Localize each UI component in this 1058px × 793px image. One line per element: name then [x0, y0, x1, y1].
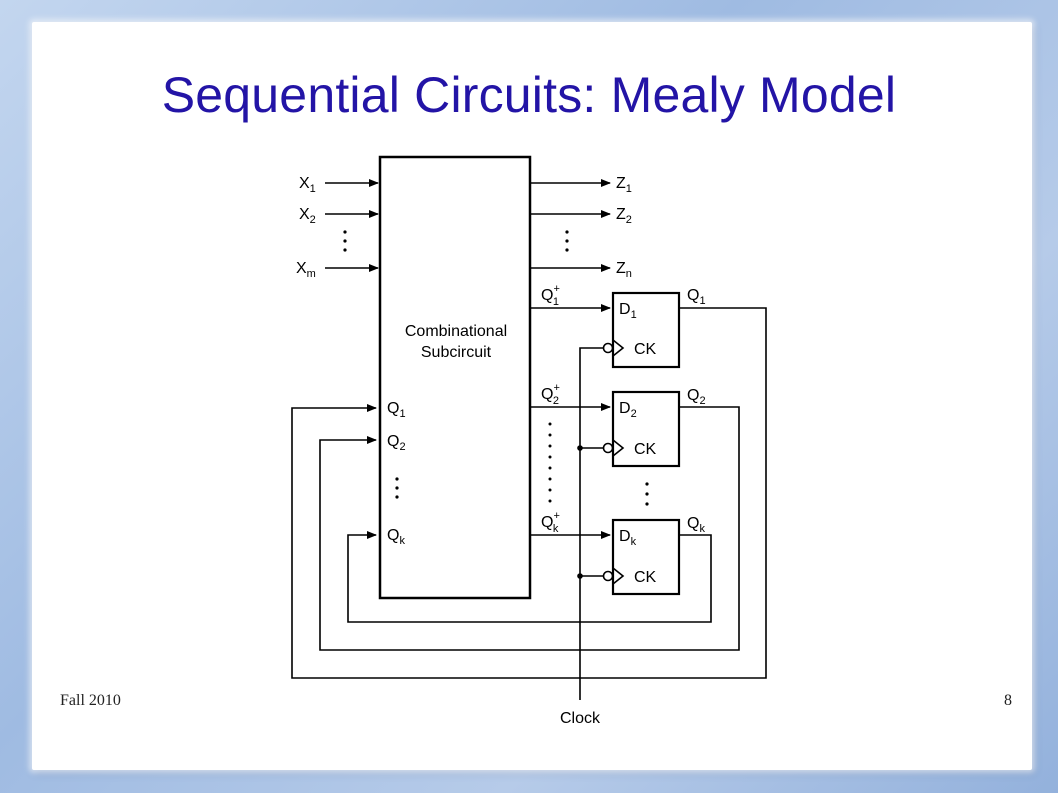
clock-junction-dots: [577, 445, 583, 579]
flipflop-1-ck-label: CK: [634, 341, 657, 358]
state-input-q2-label: Q2: [387, 433, 406, 453]
flipflop-k: Dk CK Qk: [602, 515, 705, 596]
next-state-q2-label: Q+2: [541, 382, 560, 407]
state-input-qk-label: Qk: [387, 527, 405, 547]
input-ellipsis: [343, 230, 347, 252]
output-z1-label: Z1: [616, 175, 632, 195]
input-lines: [325, 179, 379, 272]
output-z2-label: Z2: [616, 206, 632, 226]
state-input-ellipsis: [395, 477, 399, 499]
feedback-wiring: [291, 307, 767, 679]
next-state-ellipsis: [548, 422, 552, 503]
flipflop-2: D2 CK Q2: [602, 387, 706, 468]
state-input-q1-label: Q1: [387, 400, 406, 420]
clock-wiring: [579, 347, 603, 700]
input-x2-label: X2: [299, 206, 316, 226]
next-state-qk-label: Q+k: [541, 510, 560, 535]
flipflop-2-q-label: Q2: [687, 387, 706, 407]
block-label-line1: Combinational: [405, 323, 507, 340]
block-label-line2: Subcircuit: [421, 344, 492, 361]
flipflop-1-q-label: Q1: [687, 287, 706, 307]
next-state-q1-label: Q+1: [541, 283, 560, 308]
slide-title: Sequential Circuits: Mealy Model: [161, 67, 897, 123]
flipflop-ellipsis: [645, 482, 649, 506]
flipflop-k-ck-label: CK: [634, 569, 657, 586]
flipflop-1: D1 CK Q1: [602, 287, 706, 369]
flipflop-k-d-label: Dk: [619, 528, 637, 548]
output-lines: [531, 179, 611, 272]
output-zn-label: Zn: [616, 260, 632, 280]
clock-label: Clock: [560, 710, 601, 727]
slide-canvas: [32, 22, 1032, 770]
page-number: 8: [1004, 692, 1012, 709]
footer-date: Fall 2010: [60, 692, 121, 709]
flipflop-k-q-label: Qk: [687, 515, 705, 535]
output-ellipsis: [565, 230, 569, 252]
input-x1-label: X1: [299, 175, 316, 195]
combinational-subcircuit-block: [378, 155, 532, 600]
flipflop-1-d-label: D1: [619, 301, 637, 321]
flipflop-2-ck-label: CK: [634, 441, 657, 458]
next-state-lines: [531, 304, 611, 539]
flipflop-2-d-label: D2: [619, 400, 637, 420]
input-xm-label: Xm: [296, 260, 316, 280]
